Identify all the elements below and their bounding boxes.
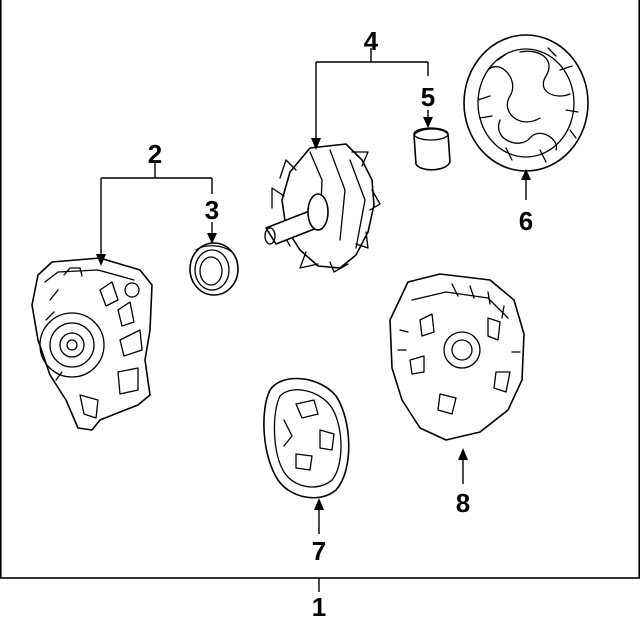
drive-end-frame — [31, 257, 153, 431]
callout-5: 5 — [421, 82, 435, 112]
callout-7: 7 — [312, 536, 326, 566]
callout-2: 2 — [148, 139, 162, 169]
callout-3: 3 — [205, 195, 219, 225]
leader-lines — [96, 48, 531, 592]
callout-4: 4 — [364, 26, 379, 56]
callout-1: 1 — [312, 592, 326, 622]
rotor — [264, 143, 381, 273]
bearing — [189, 242, 239, 296]
rear-bearing — [413, 127, 451, 171]
callout-8: 8 — [456, 488, 470, 518]
rear-frame — [389, 273, 525, 441]
stator — [463, 34, 589, 172]
diagram-frame — [0, 0, 640, 579]
callout-6: 6 — [519, 206, 533, 236]
rear-cover — [263, 377, 350, 499]
